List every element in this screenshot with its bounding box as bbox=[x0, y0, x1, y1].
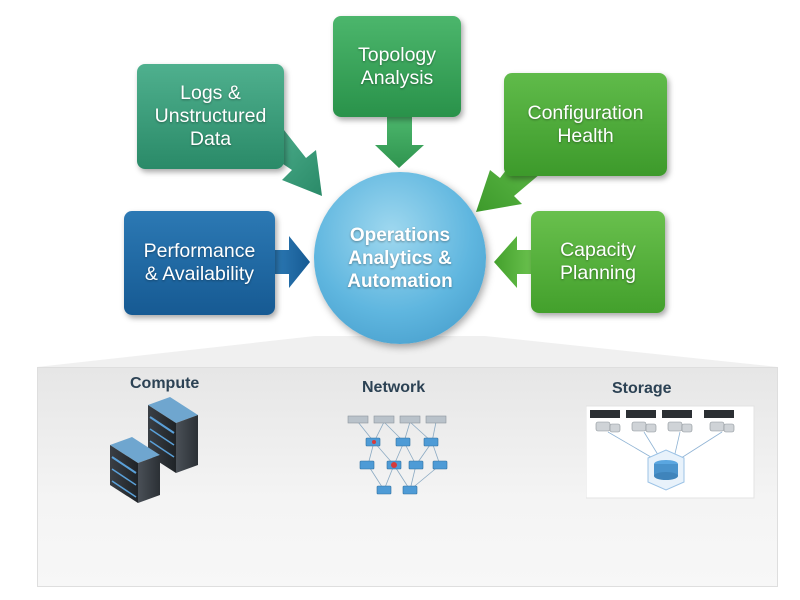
label-network: Network bbox=[362, 379, 426, 396]
input-box-capacity: Capacity Planning bbox=[531, 211, 665, 313]
label-storage: Storage bbox=[612, 380, 672, 397]
arrow-topology-to-hub bbox=[375, 117, 424, 168]
input-box-logs: Logs & Unstructured Data bbox=[137, 64, 284, 169]
funnel-shading bbox=[37, 336, 778, 367]
network-topology-icon bbox=[347, 415, 448, 495]
input-box-performance: Performance & Availability bbox=[124, 211, 275, 315]
hub-circle: Operations Analytics & Automation bbox=[314, 172, 486, 344]
input-box-configuration: Configuration Health bbox=[504, 73, 667, 176]
arrow-capacity-to-hub bbox=[494, 236, 531, 288]
server-rack-icon bbox=[110, 397, 198, 503]
arrow-perf-to-hub bbox=[275, 236, 310, 288]
storage-array-icon bbox=[586, 405, 755, 499]
input-box-topology: Topology Analysis bbox=[333, 16, 461, 117]
label-compute: Compute bbox=[130, 375, 200, 392]
